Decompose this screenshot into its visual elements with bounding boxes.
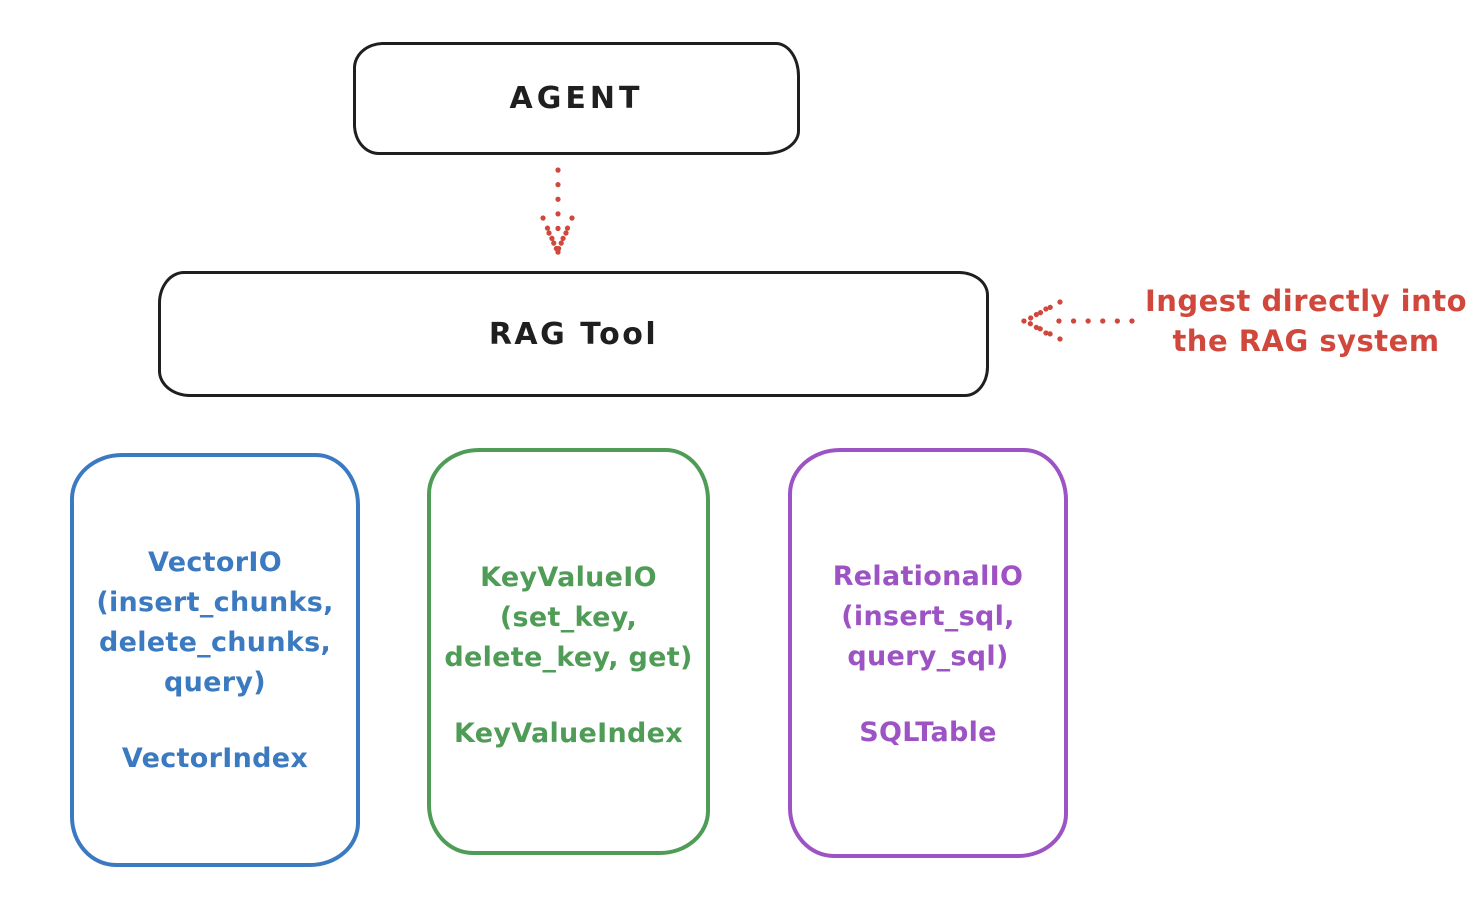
vector-io-line: delete_chunks,	[98, 627, 332, 658]
keyvalue-io-line: (set_key,	[499, 602, 638, 633]
keyvalue-index-label: KeyValueIndex	[453, 718, 683, 749]
agent-box: AGENT	[353, 42, 800, 155]
dotted-arrow-down-icon	[540, 167, 575, 258]
vector-io-line: VectorIO	[148, 547, 282, 578]
vector-index-label: VectorIndex	[121, 743, 309, 774]
rag-tool-box: RAG Tool	[158, 271, 989, 397]
keyvalue-io-line: delete_key, get)	[444, 642, 693, 673]
ingest-annotation-line1: Ingest directly into	[1144, 284, 1468, 318]
ingest-annotation-line2: the RAG system	[1172, 324, 1440, 358]
relational-io-line: (insert_sql,	[841, 601, 1015, 632]
vector-io-line: query)	[164, 667, 266, 698]
agent-label: AGENT	[509, 81, 644, 116]
keyvalue-io-line: KeyValueIO	[480, 562, 657, 593]
relational-io-line: RelationalIO	[832, 561, 1024, 592]
relational-io-line: query_sql)	[847, 641, 1009, 672]
sql-table-label: SQLTable	[859, 717, 997, 748]
rag-tool-label: RAG Tool	[488, 316, 659, 352]
dotted-arrow-left-icon	[1019, 299, 1135, 342]
vector-io-box: VectorIO (insert_chunks, delete_chunks, …	[70, 453, 360, 867]
keyvalue-io-box: KeyValueIO (set_key, delete_key, get) Ke…	[427, 448, 710, 855]
ingest-annotation: Ingest directly into the RAG system	[1138, 281, 1474, 361]
vector-io-line: (insert_chunks,	[96, 587, 334, 618]
relational-io-box: RelationalIO (insert_sql, query_sql) SQL…	[788, 448, 1068, 858]
